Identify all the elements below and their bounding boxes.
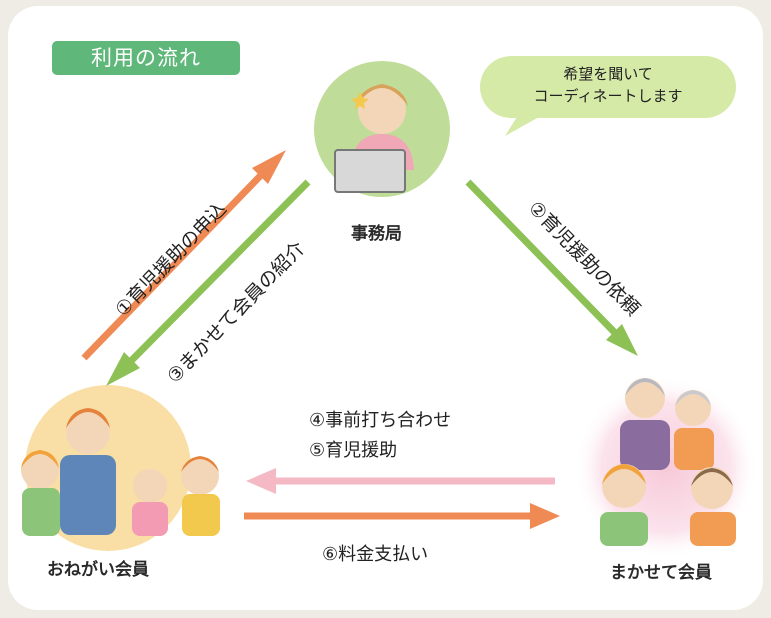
- speech-bubble: [480, 56, 736, 136]
- sparkle-icon: [351, 92, 369, 109]
- arrow-step1: [81, 150, 286, 361]
- step6-label: ⑥料金支払い: [322, 544, 429, 565]
- office-person-head: [358, 86, 406, 134]
- provider-node: [574, 376, 758, 560]
- arrow-step2: [465, 179, 638, 356]
- arrow-step6: [244, 503, 560, 529]
- office-node: [314, 61, 450, 197]
- laptop-icon: [334, 149, 406, 193]
- provider-label: まかせて会員: [610, 563, 712, 583]
- title-badge: 利用の流れ: [52, 41, 240, 75]
- step5-label: ⑤育児援助: [309, 440, 398, 461]
- office-label: 事務局: [351, 224, 402, 244]
- requester-label: おねがい会員: [47, 560, 149, 580]
- arrow-step4-5: [246, 468, 555, 494]
- requester-node: [21, 385, 220, 551]
- speech-bubble-text: 希望を聞いて コーディネートします: [533, 65, 683, 105]
- step4-label: ④事前打ち合わせ: [309, 410, 452, 431]
- arrow-step3: [106, 179, 311, 386]
